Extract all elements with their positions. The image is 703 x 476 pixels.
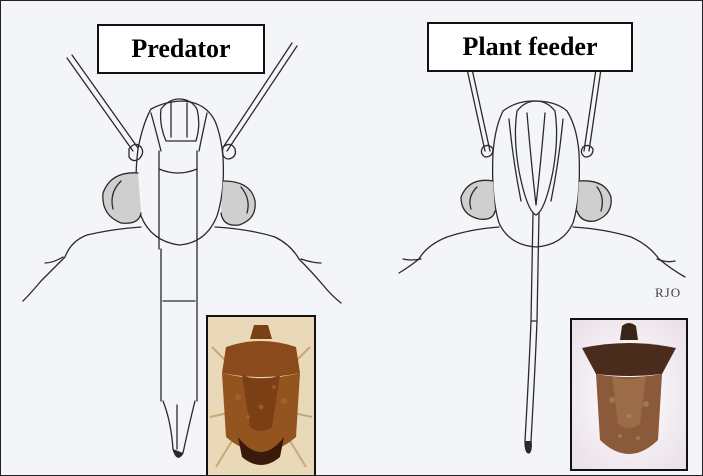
artist-signature: RJO [655,285,681,301]
predator-label: Predator [97,24,265,74]
predator-bug-image [208,317,314,475]
plant-feeder-bug-photo [570,318,688,471]
plant-feeder-bug-image [572,320,686,469]
predator-label-text: Predator [131,34,230,64]
plant-feeder-label: Plant feeder [427,22,633,72]
plant-feeder-label-text: Plant feeder [462,32,597,62]
predator-bug-photo [206,315,316,476]
